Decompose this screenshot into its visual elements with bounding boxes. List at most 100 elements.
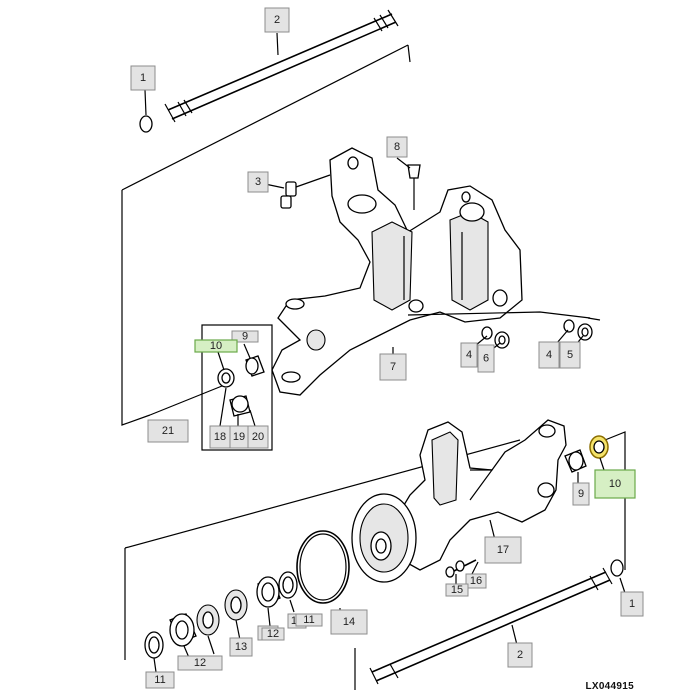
callout-box: [445, 583, 469, 597]
callout-c1-top: 1: [130, 65, 156, 91]
callout-number: 13: [235, 641, 247, 653]
callout-box: [177, 655, 223, 671]
callout-c6: 6: [477, 344, 495, 373]
bushing-set-top: [217, 355, 265, 417]
leader: [217, 351, 225, 371]
callout-number: 2: [517, 649, 523, 661]
callout-number: 20: [252, 431, 264, 443]
callout-number: 1: [629, 598, 635, 610]
callout-box: [130, 65, 156, 91]
callout-number: 18: [214, 431, 226, 443]
callout-box: [295, 613, 323, 627]
callout-c3: 3: [247, 171, 269, 193]
callout-c15: 15: [445, 583, 469, 597]
o-ring-inner: [299, 533, 347, 601]
callout-number: 15: [451, 584, 463, 596]
o-ring: [296, 530, 350, 604]
callout-box: [594, 469, 636, 499]
callout-c10-right: 10: [594, 469, 636, 499]
callout-number: 11: [303, 614, 314, 626]
callout-number: 7: [390, 361, 396, 373]
leader: [207, 635, 215, 655]
callout-box: [261, 627, 285, 641]
drawing-code: LX044915: [585, 681, 634, 692]
callout-box: [572, 482, 590, 506]
callout-box: [538, 341, 560, 369]
callout-box: [477, 344, 495, 373]
callout-number: 12: [267, 628, 279, 640]
callout-number: 6: [483, 353, 489, 365]
callout-number: 17: [497, 544, 509, 556]
bolt-line: [407, 311, 591, 319]
callout-box: [460, 342, 478, 368]
callout-c16: 16: [465, 573, 487, 589]
callout-c12-c: 12: [177, 655, 223, 671]
bottom-drive-shaft: [369, 567, 613, 685]
axle-housing-bottom: [394, 419, 567, 571]
leader: [153, 657, 157, 673]
callout-c9-right: 9: [572, 482, 590, 506]
callout-number: 19: [233, 431, 245, 443]
callout-labels: 2138910464572118192091017161511412111312…: [130, 7, 644, 689]
callout-c7: 7: [379, 353, 407, 381]
callout-box: [194, 339, 238, 353]
leader: [587, 317, 601, 321]
callout-c2-top: 2: [264, 7, 290, 33]
bearing-stack: [144, 571, 298, 659]
callout-c4-mid: 4: [460, 342, 478, 368]
bottom-snap-ring: [610, 559, 624, 577]
callout-number: 8: [394, 141, 400, 153]
callout-number: 9: [578, 488, 584, 500]
callout-number: 1: [140, 72, 146, 84]
callout-number: 4: [546, 349, 552, 361]
top-snap-ring: [139, 115, 153, 133]
callout-box: [264, 7, 290, 33]
callout-box: [507, 642, 533, 668]
breather-plug: [407, 164, 421, 210]
callout-box: [229, 637, 253, 657]
callout-box: [247, 171, 269, 193]
bracket-top: [121, 44, 409, 191]
bolt-fastener: [445, 559, 477, 578]
callout-c14: 14: [330, 609, 368, 635]
leader: [149, 385, 223, 416]
leader: [396, 157, 411, 169]
callout-c17: 17: [484, 536, 522, 564]
callout-box: [465, 573, 487, 589]
callout-box: [330, 609, 368, 635]
callout-c1-bottom: 1: [620, 591, 644, 617]
callout-number: 5: [567, 349, 573, 361]
callout-c2-bottom: 2: [507, 642, 533, 668]
bracket-corner: [407, 44, 411, 63]
washer-nut-right: [563, 319, 593, 341]
callout-c21: 21: [147, 419, 189, 443]
callout-number: 12: [194, 657, 206, 669]
callout-c12-b: 12: [261, 627, 285, 641]
callout-c9-top: 9: [231, 330, 259, 343]
bracket-left: [121, 190, 151, 426]
callout-c20: 20: [247, 425, 269, 449]
callout-box: [145, 671, 175, 689]
callout-box: [147, 419, 189, 443]
top-drive-shaft: [164, 9, 399, 123]
washer-nut-mid: [481, 326, 510, 349]
leader: [219, 387, 227, 427]
leader: [289, 599, 295, 613]
callout-box: [379, 353, 407, 381]
callout-c10-top: 10: [194, 339, 238, 353]
callout-c4-right: 4: [538, 341, 560, 369]
callout-number: 10: [210, 340, 222, 352]
callout-number: 3: [255, 176, 261, 188]
callout-number: 4: [466, 349, 472, 361]
bushing-set-right: [564, 435, 609, 473]
callout-box: [559, 341, 581, 369]
callout-number: 11: [154, 674, 165, 686]
callout-number: 9: [242, 331, 248, 343]
leader: [267, 607, 271, 627]
leader: [235, 619, 241, 641]
callout-number: 16: [470, 575, 482, 587]
callout-c19: 19: [229, 425, 249, 449]
callout-number: 14: [343, 616, 355, 628]
